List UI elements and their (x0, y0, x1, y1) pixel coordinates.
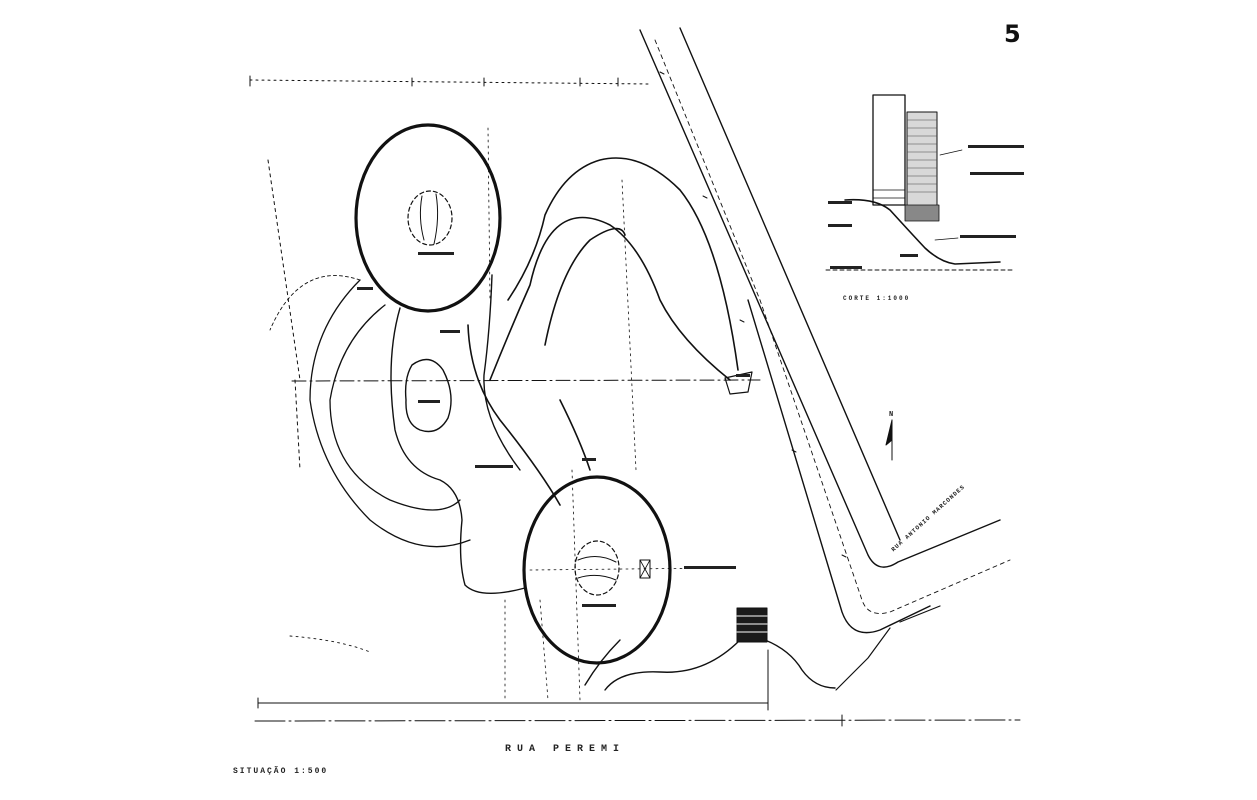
annotation-marks (357, 145, 1024, 607)
terrain-line-left (289, 635, 371, 653)
sheet-number: 5 (1004, 20, 1021, 48)
section-tower-back (906, 111, 938, 208)
upper-tower-core (407, 190, 453, 246)
north-label: N (889, 411, 894, 419)
lower-tower (522, 475, 672, 665)
north-arrow-icon (885, 419, 893, 461)
section-drawing (825, 94, 1013, 271)
road-ticks (659, 71, 847, 558)
gatehouse (736, 607, 768, 643)
access-ramp (467, 157, 739, 506)
top-dimension-line (249, 75, 651, 87)
section-scale-note: CORTE 1:1000 (843, 295, 911, 302)
drawing-title: SITUAÇÃO 1:500 (233, 767, 329, 776)
main-road (639, 27, 1011, 634)
road-corner (835, 605, 941, 691)
construction-lines (487, 127, 721, 701)
driveway (584, 639, 836, 691)
lower-tower-outline (522, 475, 672, 665)
left-boundary (267, 159, 301, 471)
pond (404, 358, 452, 433)
upper-tower-outline (354, 123, 502, 313)
street-label: RUA PEREMI (505, 744, 626, 755)
section-terrain (844, 198, 1001, 265)
reference-axis (291, 379, 761, 382)
bottom-dimension-line (254, 649, 1021, 727)
curved-walkway (269, 275, 471, 548)
connecting-path (390, 274, 526, 595)
upper-tower (354, 123, 502, 313)
lower-tower-core (574, 540, 620, 596)
section-tower-front (872, 94, 906, 206)
